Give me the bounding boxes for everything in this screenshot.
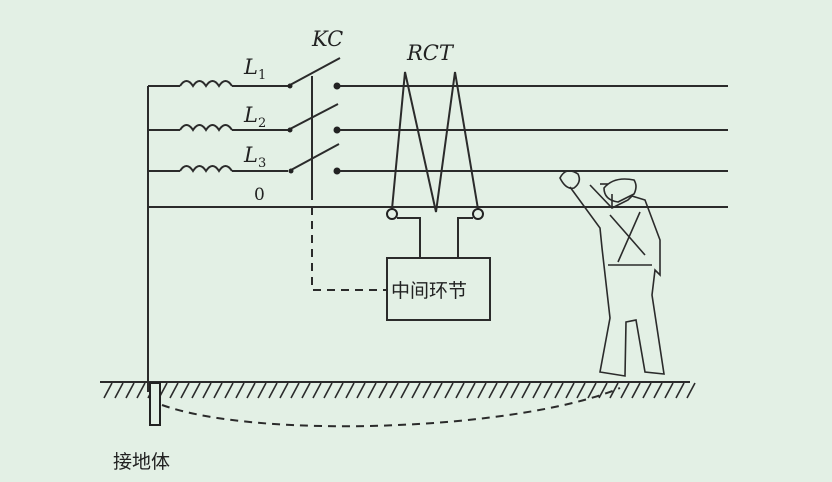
label-kc: KC bbox=[311, 27, 343, 51]
label-l3: L bbox=[243, 143, 258, 167]
label-l1-sub: 1 bbox=[258, 68, 266, 83]
label-l2-sub: 2 bbox=[258, 116, 266, 131]
label-l2: L bbox=[243, 103, 258, 127]
label-intermediate: 中间环节 bbox=[391, 280, 467, 302]
label-rct: RCT bbox=[406, 41, 455, 65]
ground bbox=[100, 381, 696, 428]
ground-rod bbox=[149, 382, 161, 426]
coil-l1 bbox=[179, 80, 233, 88]
label-l1: L bbox=[243, 55, 258, 79]
label-ground-body: 接地体 bbox=[113, 451, 170, 473]
label-l3-sub: 3 bbox=[258, 156, 266, 171]
label-neutral: 0 bbox=[254, 185, 265, 205]
fault-current-path bbox=[161, 387, 621, 428]
worker-figure bbox=[559, 170, 665, 377]
coil-l3 bbox=[179, 165, 233, 173]
switch-kc bbox=[287, 57, 728, 291]
intermediate-box bbox=[386, 257, 491, 321]
rct-transformer bbox=[386, 71, 491, 321]
coil-l2 bbox=[179, 124, 233, 132]
source-wiring bbox=[147, 80, 728, 392]
